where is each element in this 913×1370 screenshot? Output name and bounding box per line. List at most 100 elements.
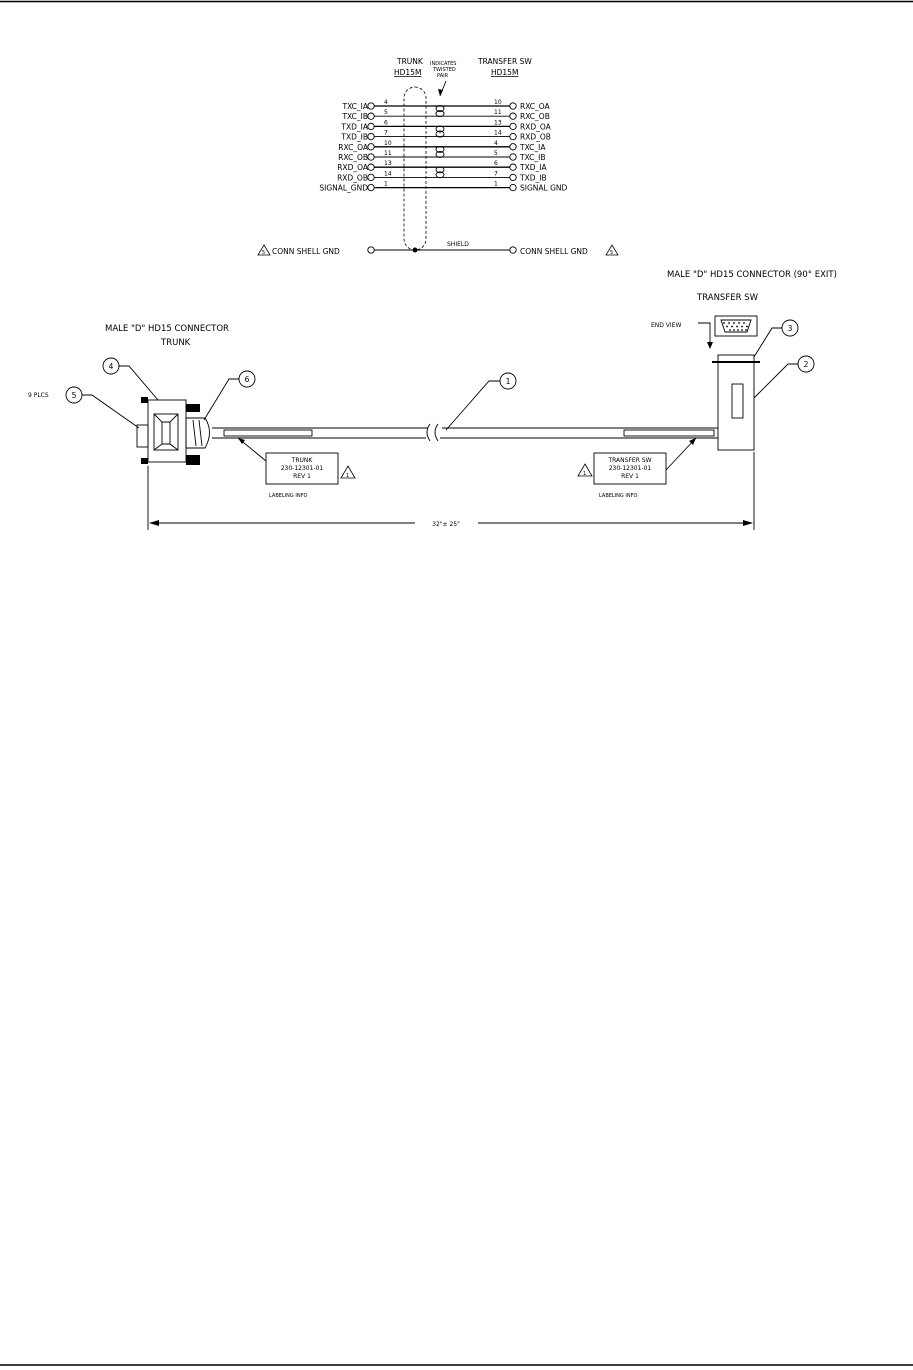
right-terminal-0 [509, 102, 517, 110]
end-view-pin [733, 322, 735, 324]
left-pin-4: 10 [384, 140, 392, 147]
right-signal-3: RXD_OB [520, 133, 551, 142]
right-pin-8: 1 [494, 181, 498, 188]
left-pin-8: 1 [384, 181, 388, 188]
right-terminal-2 [509, 122, 517, 131]
balloon-5-number: 5 [72, 391, 77, 400]
balloon-3-leader [753, 327, 782, 358]
left-jackscrew-bottom [186, 455, 200, 465]
end-view-pin [729, 329, 731, 331]
left-screw-top [141, 397, 148, 403]
right-label-box: TRANSFER SW 230-12301-01 REV 1 1 LABELIN… [577, 437, 697, 499]
right-labeling-info: LABELING INFO [599, 493, 637, 499]
balloon-4-leader [119, 365, 159, 401]
left-terminal-2 [367, 122, 375, 131]
left-label-box: TRUNK 230-12301-01 REV 1 1 LABELING INFO [237, 437, 356, 499]
left-connector-face-detail [153, 413, 179, 451]
left-label-line1: TRUNK [291, 457, 314, 464]
end-view-pin [726, 325, 728, 328]
right-signal-0: RXC_OA [520, 102, 551, 111]
left-signal-3: TXD_IB [340, 133, 368, 142]
left-pin-6: 13 [384, 160, 392, 167]
cable-break [426, 423, 439, 442]
right-signal-2: RXD_OA [520, 122, 552, 131]
left-terminal-7 [367, 173, 375, 182]
dim-arrow-right [743, 520, 753, 526]
dimension-text: 32"± 25" [432, 521, 460, 528]
right-label-note-number: 1 [583, 471, 586, 477]
twist-symbol-bottom-3 [435, 171, 445, 179]
right-pin-1: 11 [494, 109, 502, 116]
right-connector-title: MALE "D" HD15 CONNECTOR (90° EXIT) [667, 270, 837, 280]
twist-symbol-bottom-2 [435, 150, 445, 158]
balloon-4-number: 4 [109, 362, 114, 371]
note-triangle-left [257, 244, 271, 256]
twist-symbol-top-0 [435, 105, 445, 113]
twist-symbol-bottom-1 [435, 130, 445, 138]
left-label-arrow [238, 438, 245, 444]
right-subheader: HD15M [491, 68, 518, 77]
right-terminal-3 [509, 132, 517, 141]
balloon-5-leader [82, 394, 140, 429]
left-pin-0: 4 [384, 99, 388, 106]
left-pin-1: 5 [384, 109, 388, 116]
cable-assembly: MALE "D" HD15 CONNECTOR (90° EXIT) TRANS… [28, 270, 837, 530]
left-strain-relief [185, 417, 210, 449]
right-signal-7: TXD_IB [519, 173, 547, 182]
left-terminal-8 [367, 183, 375, 192]
balloon-4: 4 [102, 357, 159, 401]
left-subheader: HD15M [394, 68, 421, 77]
left-pin-5: 11 [384, 150, 392, 157]
right-pin-0: 10 [494, 99, 502, 106]
left-terminal-3 [367, 132, 375, 141]
right-terminal-5 [509, 153, 517, 161]
twist-symbol-top-3 [435, 166, 445, 174]
right-label-rect [593, 452, 667, 485]
left-screw-bottom [141, 458, 148, 464]
right-signal-5: TXC_IB [519, 153, 546, 162]
shell-left-label: CONN SHELL GND [272, 247, 340, 256]
twisted-note-line2: TWISTED [432, 67, 456, 73]
right-connector-window [731, 383, 744, 419]
left-heatshrink [223, 429, 313, 437]
end-view-shell [714, 315, 758, 337]
right-terminal-6 [509, 163, 517, 171]
left-pin-3: 7 [384, 130, 388, 137]
balloon-2-leader [753, 363, 798, 399]
shell-left-terminal [367, 246, 375, 254]
twisted-note-line3: PAIR [437, 73, 449, 79]
shield-outline [403, 86, 427, 251]
note-triangle-right [605, 244, 619, 256]
right-terminal-8 [509, 183, 517, 192]
left-label-rect [265, 452, 339, 485]
right-connector-hood [717, 361, 755, 451]
right-pin-6: 6 [494, 160, 498, 167]
left-connector-face [153, 413, 179, 451]
note-number-right: 5 [610, 250, 613, 256]
right-signal-1: RXC_OB [520, 112, 550, 121]
balloon-1-leader [445, 380, 500, 431]
balloon-3: 3 [753, 319, 799, 358]
balloon-3-number: 3 [788, 324, 793, 333]
shield-label: SHIELD [447, 241, 469, 248]
left-signal-7: RXD_OB [337, 173, 368, 182]
balloon-6-number: 6 [245, 375, 250, 384]
right-pin-7: 7 [494, 170, 498, 177]
left-pin-7: 14 [384, 170, 392, 177]
end-view-label: END VIEW [651, 322, 681, 329]
end-view-arrow [707, 342, 713, 349]
right-label-leader [665, 437, 697, 471]
end-view-pin [728, 322, 730, 324]
dim-arrow-left [149, 520, 159, 526]
right-signal-8: SIGNAL GND [520, 184, 568, 193]
shell-right-label: CONN SHELL GND [520, 247, 588, 256]
balloon-6: 6 [203, 370, 256, 421]
left-connector-title: MALE "D" HD15 CONNECTOR [105, 324, 229, 334]
end-view-pin [738, 322, 740, 324]
right-pin-3: 14 [494, 130, 502, 137]
left-terminal-1 [367, 112, 375, 120]
balloon-1: 1 [445, 372, 517, 431]
right-label-line3: REV 1 [621, 473, 639, 480]
left-labeling-info: LABELING INFO [269, 493, 307, 499]
balloon-2-number: 2 [804, 360, 809, 369]
